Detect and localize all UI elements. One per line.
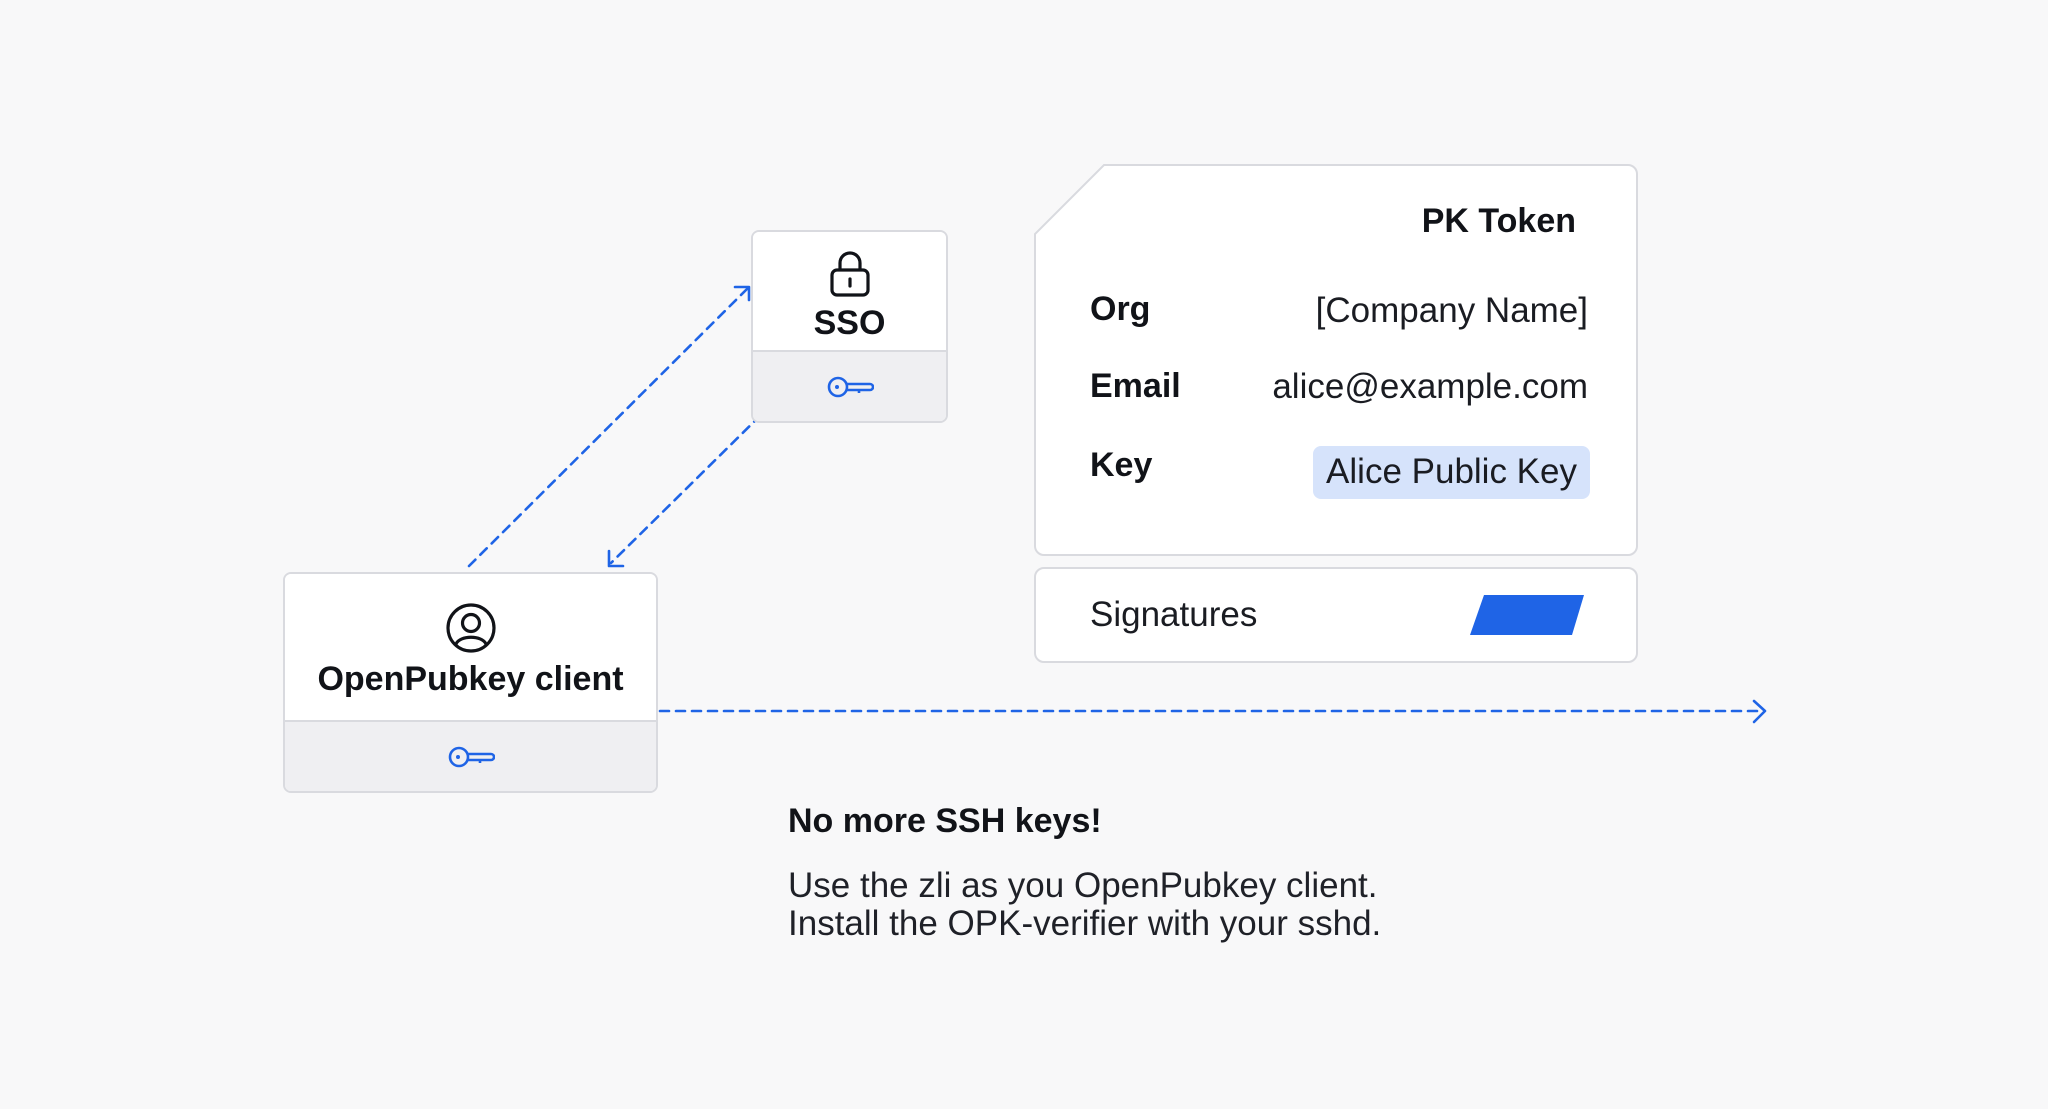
client-card-header: OpenPubkey client <box>285 574 656 726</box>
pk-token-title: PK Token <box>1421 202 1576 240</box>
arrowhead-to-sso <box>733 285 751 302</box>
key-label: Key <box>1090 446 1153 484</box>
client-title: OpenPubkey client <box>317 660 624 698</box>
sso-title: SSO <box>813 304 886 342</box>
email-value: alice@example.com <box>1272 367 1588 406</box>
signature-block-icon <box>1470 595 1584 635</box>
lock-icon <box>829 251 870 297</box>
note-line-1: Use the zli as you OpenPubkey client. <box>788 866 1378 905</box>
client-to-sso-connector <box>467 287 749 568</box>
org-label: Org <box>1090 290 1151 328</box>
pk-token-card: PK Token Org [Company Name] Email alice@… <box>1034 164 1638 556</box>
sso-to-client-connector <box>609 402 774 565</box>
openpubkey-client-card[interactable]: OpenPubkey client <box>283 572 658 793</box>
sso-card-footer <box>753 350 946 421</box>
key-icon <box>827 376 874 397</box>
note-heading: No more SSH keys! <box>788 802 1102 840</box>
email-label: Email <box>1090 367 1181 405</box>
arrowhead-to-client <box>607 549 625 568</box>
key-icon <box>448 746 495 767</box>
client-card-footer <box>285 720 656 791</box>
note-line-2: Install the OPK-verifier with your sshd. <box>788 904 1382 943</box>
public-key-pill: Alice Public Key <box>1313 446 1590 499</box>
signatures-label: Signatures <box>1090 595 1258 634</box>
signatures-card: Signatures <box>1034 567 1638 663</box>
org-value: [Company Name] <box>1315 291 1588 330</box>
user-circle-icon <box>445 603 496 653</box>
arrowhead-to-server <box>1752 699 1767 724</box>
sso-card[interactable]: SSO <box>751 230 948 423</box>
sso-card-header: SSO <box>753 232 946 356</box>
